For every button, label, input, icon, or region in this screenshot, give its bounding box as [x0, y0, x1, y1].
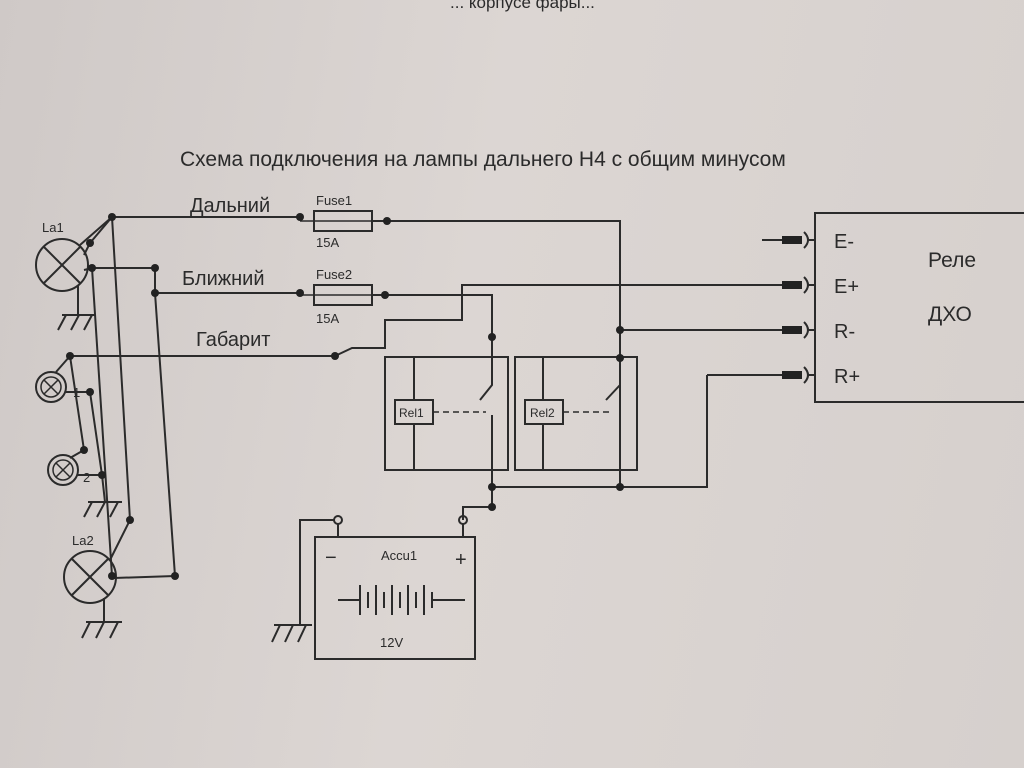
drl-relay-title-1: Реле: [928, 249, 976, 272]
parking-lamps: 1 2: [35, 355, 122, 518]
junction-dots: [66, 213, 624, 580]
wire-battery: [462, 470, 620, 520]
pin-e-plus: E+: [834, 276, 859, 298]
ground-icon: [57, 314, 96, 331]
relay-rel2: Rel2: [514, 356, 638, 471]
lamp-la2-label: La2: [72, 533, 94, 548]
lamp-la2: La2: [63, 519, 176, 639]
pin-e-minus: E-: [834, 231, 854, 253]
wire-label-low: Ближний: [182, 268, 265, 290]
fuse-1-name: Fuse1: [316, 193, 352, 208]
pin-r-plus: R+: [834, 366, 860, 388]
battery-minus: −: [325, 547, 337, 569]
fuse-2: Fuse2 15A: [300, 267, 373, 326]
fuse-2-rating: 15A: [316, 311, 339, 326]
fuse-1: Fuse1 15A: [300, 193, 373, 250]
pin-r-minus: R-: [834, 321, 855, 343]
wire-label-high: Дальний: [190, 195, 270, 217]
connector-icon: [782, 326, 802, 334]
battery-name: Accu1: [381, 548, 417, 563]
wire-label-parking: Габарит: [196, 329, 270, 351]
battery-cells-icon: [338, 585, 465, 615]
fuse-2-name: Fuse2: [316, 267, 352, 282]
battery-plus: +: [455, 549, 467, 571]
ground-icon: [81, 621, 122, 639]
lamp-la1-label: La1: [42, 220, 64, 235]
battery-terminal-minus: [333, 515, 343, 525]
fuse-1-rating: 15A: [316, 235, 339, 250]
wire: [154, 268, 176, 577]
drl-relay-title-2: ДХО: [928, 303, 972, 326]
battery-accu1: − + Accu1 12V: [271, 515, 476, 660]
ground-icon: [271, 624, 312, 643]
connector-icon: [782, 236, 802, 244]
lamp-la1: La1: [35, 220, 96, 331]
battery-terminal-plus: [458, 515, 468, 525]
relay-1-label: Rel1: [399, 406, 424, 420]
wire-parking: [70, 284, 790, 357]
lamp-2-label: 2: [83, 470, 90, 485]
wire-drl-relay: [620, 329, 790, 488]
header-fragment: ... корпусе фары...: [450, 0, 595, 12]
diagram-title: Схема подключения на лампы дальнего Н4 с…: [180, 148, 786, 171]
connector-icon: [782, 281, 802, 289]
battery-voltage: 12V: [380, 635, 403, 650]
relay-2-label: Rel2: [530, 406, 555, 420]
wire: [89, 214, 131, 577]
connector-icon: [782, 371, 802, 379]
drl-relay: Реле ДХО E- E+ R- R+: [762, 212, 1024, 403]
drl-pins: E- E+ R- R+: [762, 231, 860, 388]
ground-icon: [83, 501, 122, 518]
relay-rel1: Rel1: [384, 356, 509, 471]
